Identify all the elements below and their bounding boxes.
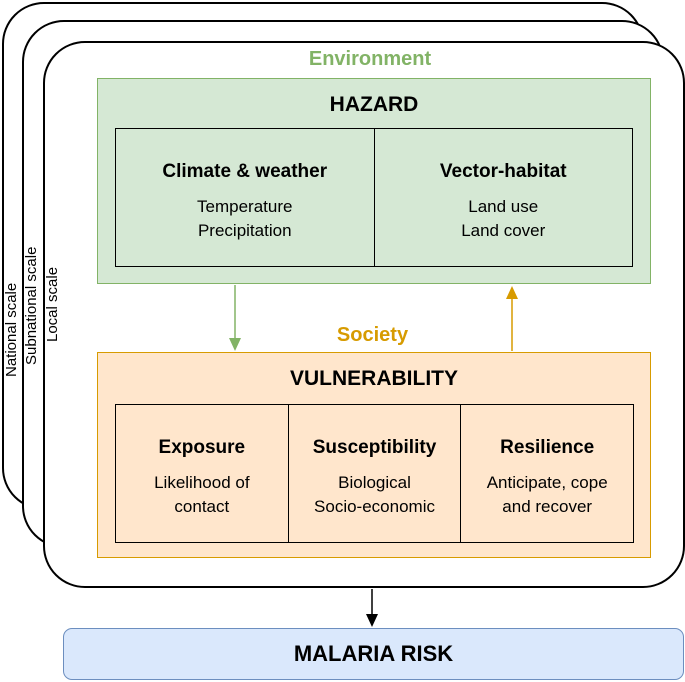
frames-to-risk-arrow (366, 589, 378, 627)
temperature-text: Temperature (197, 197, 293, 216)
resilience-line-1: Anticipate, cope (486, 473, 608, 492)
vector-habitat-title: Vector-habitat (439, 161, 567, 182)
malaria-risk-label: MALARIA RISK (293, 641, 454, 666)
hazard-to-vulnerability-arrow (229, 285, 241, 351)
exposure-cell: Exposure Likelihood of contact (116, 405, 288, 542)
society-title: Society (336, 324, 409, 346)
susceptibility-cell: Susceptibility Biological Socio-economic (287, 405, 461, 542)
susceptibility-line-1: Biological (338, 473, 411, 492)
precipitation-text: Precipitation (197, 221, 292, 240)
land-cover-text: Land cover (461, 221, 546, 240)
susceptibility-title: Susceptibility (312, 437, 437, 458)
land-use-text: Land use (468, 197, 539, 216)
exposure-line-1: Likelihood of (154, 473, 250, 492)
resilience-line-2: and recover (502, 497, 593, 516)
susceptibility-line-2: Socio-economic (314, 497, 435, 516)
hazard-title: HAZARD (329, 93, 419, 116)
hazard-components: Climate & weather Temperature Precipitat… (115, 128, 633, 267)
vulnerability-title: VULNERABILITY (290, 367, 458, 390)
resilience-title: Resilience (500, 437, 595, 458)
exposure-line-2: contact (174, 497, 230, 516)
hazard-box: HAZARD Climate & weather Temperature Pre… (97, 78, 651, 284)
vulnerability-box: VULNERABILITY Exposure Likelihood of con… (97, 352, 651, 558)
exposure-title: Exposure (158, 437, 246, 458)
resilience-cell: Resilience Anticipate, cope and recover (460, 405, 633, 542)
climate-weather-cell: Climate & weather Temperature Precipitat… (116, 129, 374, 266)
vulnerability-to-hazard-arrow (506, 286, 518, 351)
malaria-risk-box: MALARIA RISK (63, 628, 684, 680)
vector-habitat-cell: Vector-habitat Land use Land cover (373, 129, 633, 266)
climate-weather-title: Climate & weather (162, 161, 328, 182)
environment-title: Environment (308, 48, 432, 70)
vulnerability-components: Exposure Likelihood of contact Susceptib… (115, 404, 634, 543)
